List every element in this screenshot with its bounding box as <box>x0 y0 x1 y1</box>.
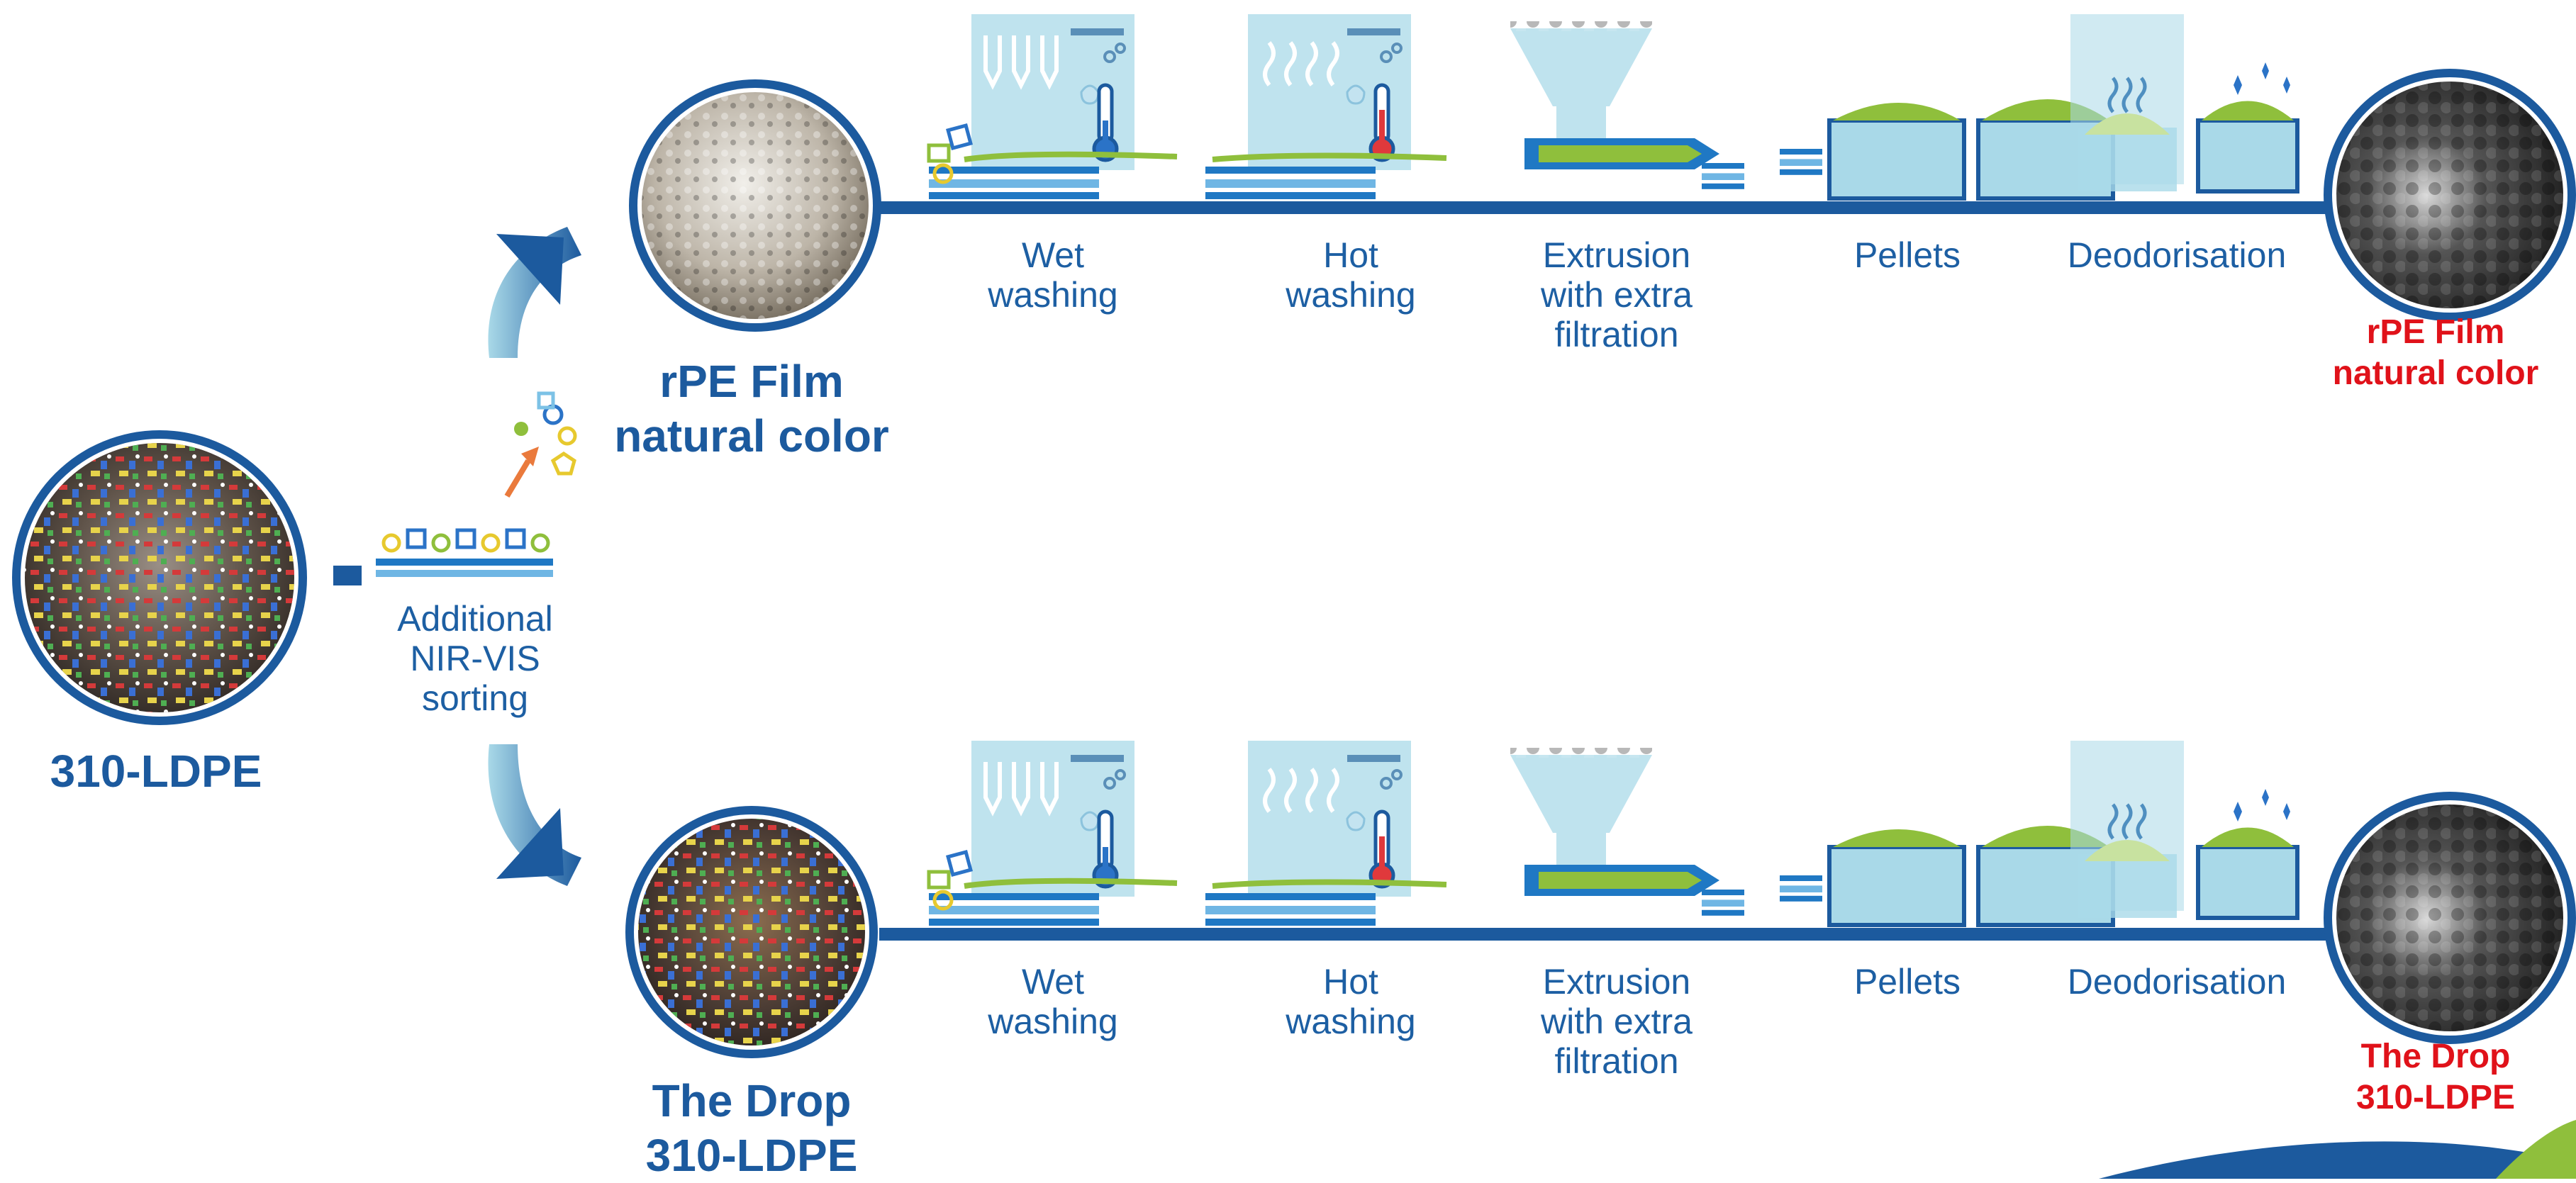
input-label-bottom-line: The Drop <box>652 1075 852 1126</box>
step-label-top-0-line: washing <box>988 275 1118 315</box>
ejection-arrow-head <box>521 447 539 466</box>
input-material-image-top <box>629 79 881 332</box>
step-label-bottom-2-line: Extrusion <box>1542 962 1691 1002</box>
source-label: 310-LDPE <box>7 744 305 799</box>
deodorisation-icon <box>2070 741 2297 918</box>
output-pellets-image-top <box>2324 69 2576 321</box>
sorted-item-icon <box>550 451 576 476</box>
pellets-icon <box>1780 826 2113 925</box>
extrusion-icon <box>1510 21 1744 189</box>
hot-washing-icon <box>1205 741 1446 926</box>
process-line-bottom <box>879 928 2333 941</box>
deodorisation-icon <box>2070 14 2297 191</box>
step-label-top-3: Pellets <box>1836 235 1978 275</box>
input-label-top-line: rPE Film <box>659 356 844 407</box>
step-label-bottom-4-line: Deodorisation <box>2067 962 2287 1002</box>
pellets-icon <box>1780 99 2113 198</box>
wet-washing-icon <box>929 14 1177 199</box>
source-bale-image <box>12 430 307 725</box>
decorative-swoosh <box>2099 1141 2576 1179</box>
sorting-label-line: NIR-VIS <box>410 639 540 678</box>
hot-washing-icon <box>1205 14 1446 199</box>
output-label-bottom-line: The Drop <box>2360 1038 2511 1075</box>
step-label-top-2-line: with extra <box>1541 275 1693 315</box>
step-label-bottom-4: Deodorisation <box>2063 962 2290 1002</box>
output-label-bottom-line: 310-LDPE <box>2355 1078 2516 1116</box>
step-label-top-2-line: filtration <box>1554 315 1679 354</box>
flow-arrowhead-top <box>496 234 564 305</box>
source-connector <box>333 566 362 585</box>
step-label-top-0-line: Wet <box>1022 235 1084 275</box>
step-label-bottom-3-line: Pellets <box>1853 962 1961 1002</box>
decorative-swoosh-green <box>2496 1120 2576 1179</box>
step-label-bottom-1-line: Hot <box>1323 962 1378 1002</box>
input-label-top-line: natural color <box>614 410 889 461</box>
flow-arrowhead-bottom <box>496 808 564 879</box>
step-label-bottom-1-line: washing <box>1286 1002 1416 1041</box>
output-label-top-line: rPE Film <box>2366 313 2505 351</box>
step-label-bottom-2-line: with extra <box>1541 1002 1693 1041</box>
step-label-top-3-line: Pellets <box>1853 235 1961 275</box>
source-label-line: 310-LDPE <box>50 746 262 797</box>
step-label-bottom-0-line: Wet <box>1022 962 1084 1002</box>
step-label-top-1-line: Hot <box>1323 235 1378 275</box>
sorted-item-icon <box>514 422 528 436</box>
step-label-top-4-line: Deodorisation <box>2067 235 2287 275</box>
wet-washing-icon <box>929 741 1177 926</box>
step-label-top-4: Deodorisation <box>2063 235 2290 275</box>
input-material-image-bottom <box>625 806 878 1058</box>
sorted-item-icon <box>537 391 555 410</box>
ejection-arrow <box>504 459 531 498</box>
step-label-top-2-line: Extrusion <box>1542 235 1691 275</box>
sorted-item-icon <box>557 426 577 446</box>
step-label-top-1-line: washing <box>1286 275 1416 315</box>
extrusion-icon <box>1510 748 1744 916</box>
output-label-top-line: natural color <box>2332 354 2539 392</box>
step-label-bottom-3: Pellets <box>1836 962 1978 1002</box>
sorting-label-line: Additional <box>397 599 553 639</box>
input-label-bottom-line: 310-LDPE <box>645 1129 858 1181</box>
process-line-top <box>879 201 2333 214</box>
output-pellets-image-bottom <box>2324 792 2576 1044</box>
step-label-bottom-0-line: washing <box>988 1002 1118 1041</box>
sorting-conveyor-icon <box>376 528 553 577</box>
step-label-bottom-2-line: filtration <box>1554 1041 1679 1081</box>
sorting-label-line: sorting <box>421 678 529 718</box>
